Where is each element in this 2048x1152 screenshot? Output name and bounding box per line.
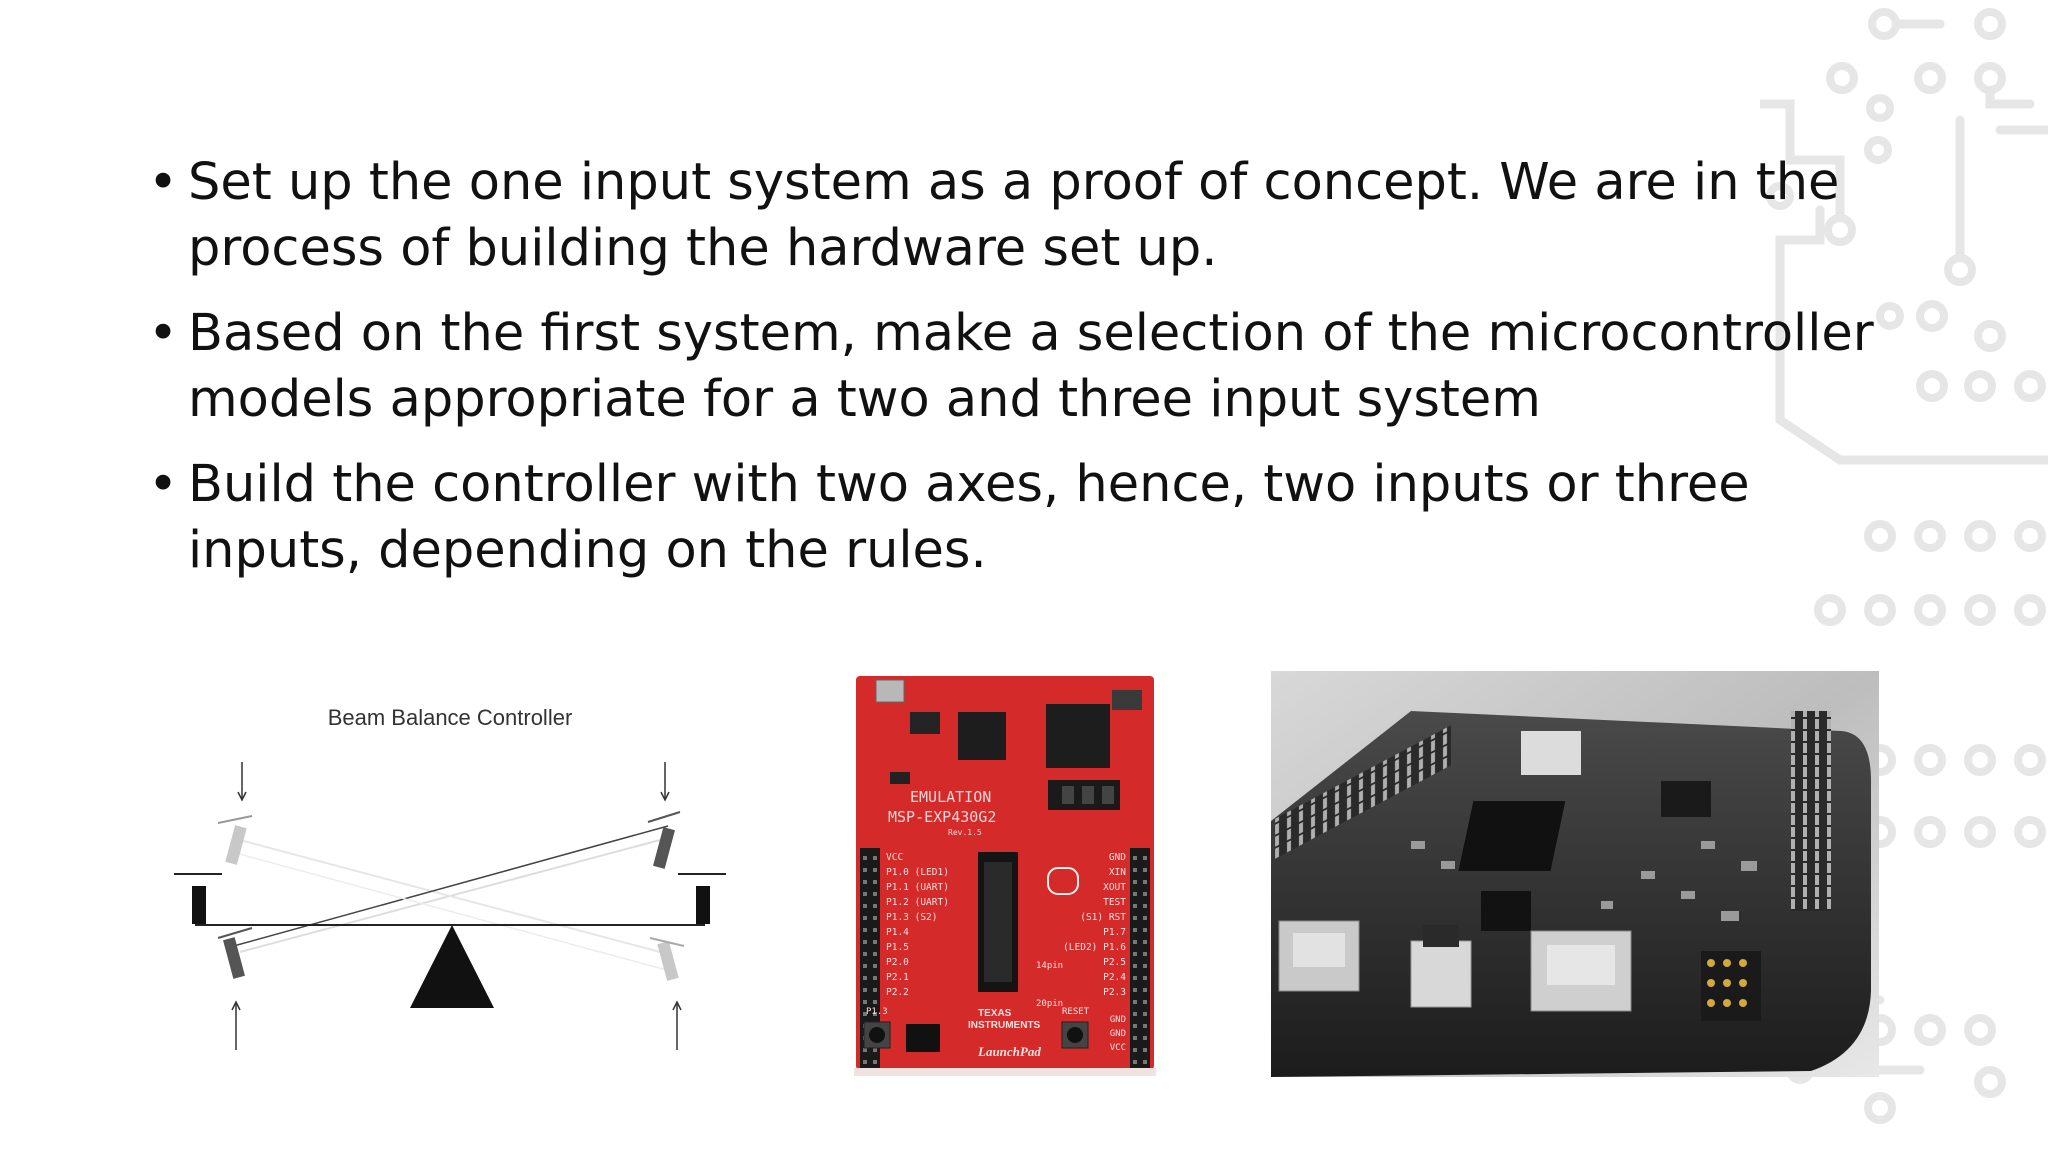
pin-label: TEST <box>1103 897 1126 908</box>
pin-label: P2.1 <box>886 972 909 983</box>
socket-label-20: 20pin <box>1036 999 1063 1009</box>
model-label: MSP-EXP430G2 <box>888 808 996 826</box>
right-pin-labels: GND XIN XOUT TEST (S1) RST P1.7 (LED2) P… <box>1063 852 1126 998</box>
bullet-marker: • <box>148 304 179 363</box>
bullet-item: •Based on the first system, make a selec… <box>148 301 1888 433</box>
p13-label: P1.3 <box>866 1007 888 1017</box>
pin-label: P1.1 (UART) <box>886 882 949 893</box>
bullet-text: Set up the one input system as a proof o… <box>188 153 1840 278</box>
bullet-text: Build the controller with two axes, henc… <box>188 455 1750 580</box>
bottom-right-labels: GND GND VCC <box>1110 1015 1126 1053</box>
pin-label: P1.4 <box>886 927 909 938</box>
pin-label: VCC <box>1110 1043 1126 1053</box>
pin-label: P2.4 <box>1103 972 1126 983</box>
beam-balance-diagram: Beam Balance Controller <box>140 660 760 1100</box>
pin-label: GND <box>1110 1015 1126 1025</box>
diagram-title: Beam Balance Controller <box>328 705 573 730</box>
pin-label: GND <box>1109 852 1126 863</box>
ti-brand-1: TEXAS <box>978 1008 1012 1019</box>
pin-label: VCC <box>886 852 903 863</box>
pin-label: P1.0 (LED1) <box>886 867 949 878</box>
pin-label: P2.5 <box>1103 957 1126 968</box>
ti-brand-2: INSTRUMENTS <box>968 1020 1041 1031</box>
pin-label: XOUT <box>1103 882 1126 893</box>
pin-label: P1.3 (S2) <box>886 912 937 923</box>
pin-label: (S1) RST <box>1080 912 1126 923</box>
pin-label: XIN <box>1109 867 1126 878</box>
left-pin-labels: VCC P1.0 (LED1) P1.1 (UART) P1.2 (UART) … <box>886 852 949 998</box>
pin-label: GND <box>1110 1029 1126 1039</box>
reset-label: RESET <box>1062 1007 1090 1017</box>
pin-label: (LED2) P1.6 <box>1063 942 1126 953</box>
bullet-marker: • <box>148 455 179 514</box>
circuit-decoration <box>1760 8 2048 1124</box>
pin-label: P1.5 <box>886 942 909 953</box>
bullet-item: •Build the controller with two axes, hen… <box>148 452 1888 584</box>
bullet-item: •Set up the one input system as a proof … <box>148 150 1888 282</box>
pin-label: P2.2 <box>886 987 909 998</box>
bullet-text: Based on the first system, make a select… <box>188 304 1874 429</box>
socket-label-14: 14pin <box>1036 961 1063 971</box>
pin-label: P2.0 <box>886 957 909 968</box>
microcontroller-board-photo <box>1271 671 1879 1077</box>
pin-label: P1.7 <box>1103 927 1126 938</box>
pin-label: P2.3 <box>1103 987 1126 998</box>
launchpad-logo: LaunchPad <box>977 1044 1041 1059</box>
emulation-label: EMULATION <box>910 788 991 806</box>
pin-label: P1.2 (UART) <box>886 897 949 908</box>
bullet-list: •Set up the one input system as a proof … <box>148 150 1888 603</box>
rev-label: Rev.1.5 <box>948 828 982 837</box>
bullet-marker: • <box>148 153 179 212</box>
launchpad-board-photo: EMULATION MSP-EXP430G2 Rev.1.5 VCC P1.0 … <box>854 676 1156 1076</box>
